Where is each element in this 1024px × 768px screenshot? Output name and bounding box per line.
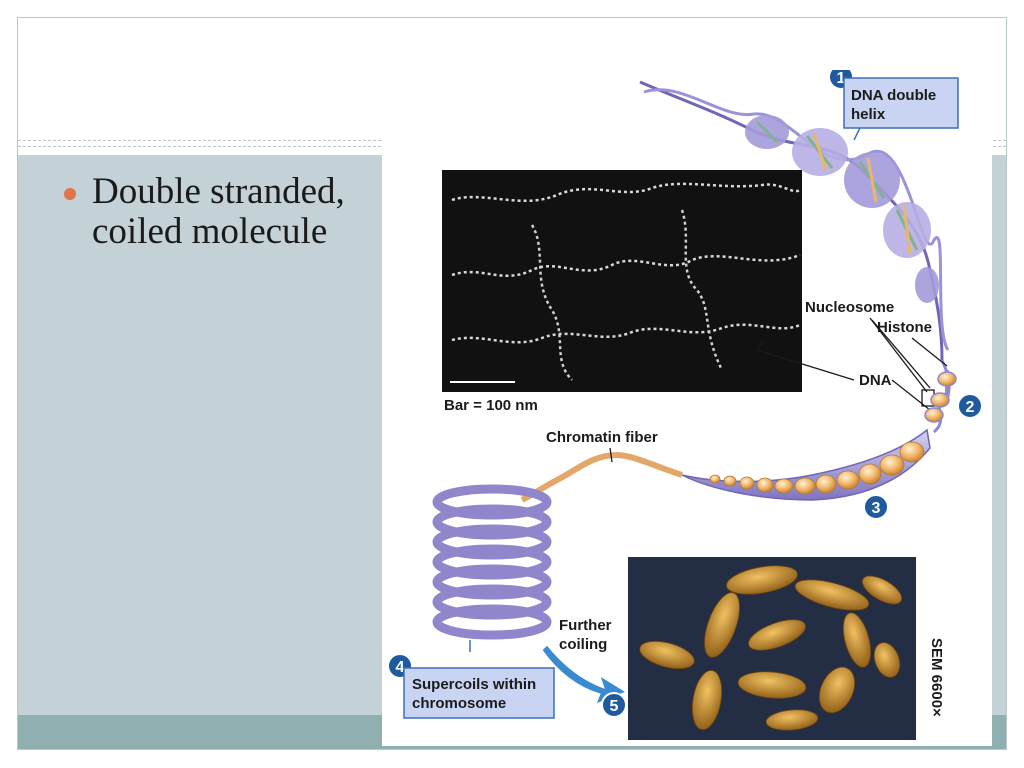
step-2-badge (957, 393, 983, 419)
supercoils-label-line1: Supercoils within (412, 676, 536, 693)
beads-on-a-string (924, 369, 957, 434)
supercoil (432, 484, 552, 640)
supercoils-label-line2: chromosome (412, 695, 506, 712)
histone-label: Histone (877, 319, 932, 336)
dna-label-leader (853, 127, 861, 141)
step-5-badge (601, 692, 627, 718)
sem-chromosome-image (628, 557, 916, 740)
chromatin-fiber-leader (609, 447, 613, 463)
step-3-badge (863, 494, 889, 520)
thin-chromatin-fiber (520, 451, 683, 503)
bullet-list: Double stranded, coiled molecule (58, 172, 378, 252)
dna-double-helix-label-box (843, 77, 959, 129)
step-5-number: 5 (610, 698, 619, 715)
bullet-text: Double stranded, coiled molecule (92, 171, 345, 252)
further-coiling-label-line1: Further (559, 617, 612, 634)
chromatin-fiber-label: Chromatin fiber (546, 429, 658, 446)
chromatin-fiber-30nm (681, 428, 931, 501)
chromosome-structure-figure: 1 DNA double helix Bar = 100 nm Nucleoso… (382, 70, 992, 746)
callout-lines (756, 317, 948, 411)
supercoils-label-box (403, 667, 555, 719)
dna-double-helix (639, 80, 951, 401)
electron-micrograph (442, 170, 802, 392)
step-2-number: 2 (966, 399, 975, 416)
step-3-number: 3 (872, 500, 881, 517)
bullet-item: Double stranded, coiled molecule (58, 172, 378, 252)
bullet-dot (64, 188, 76, 200)
sem-magnification-label: SEM 6600× (928, 638, 945, 717)
dna-label: DNA (859, 372, 892, 389)
scale-bar-label: Bar = 100 nm (444, 397, 538, 414)
step-1-number: 1 (837, 70, 846, 87)
nucleosome-label: Nucleosome (805, 299, 894, 316)
dna-double-helix-label-line1: DNA double (851, 87, 936, 104)
further-coiling-label-line2: coiling (559, 636, 607, 653)
dna-double-helix-label-line2: helix (851, 106, 886, 123)
step-4-number: 4 (396, 659, 405, 676)
